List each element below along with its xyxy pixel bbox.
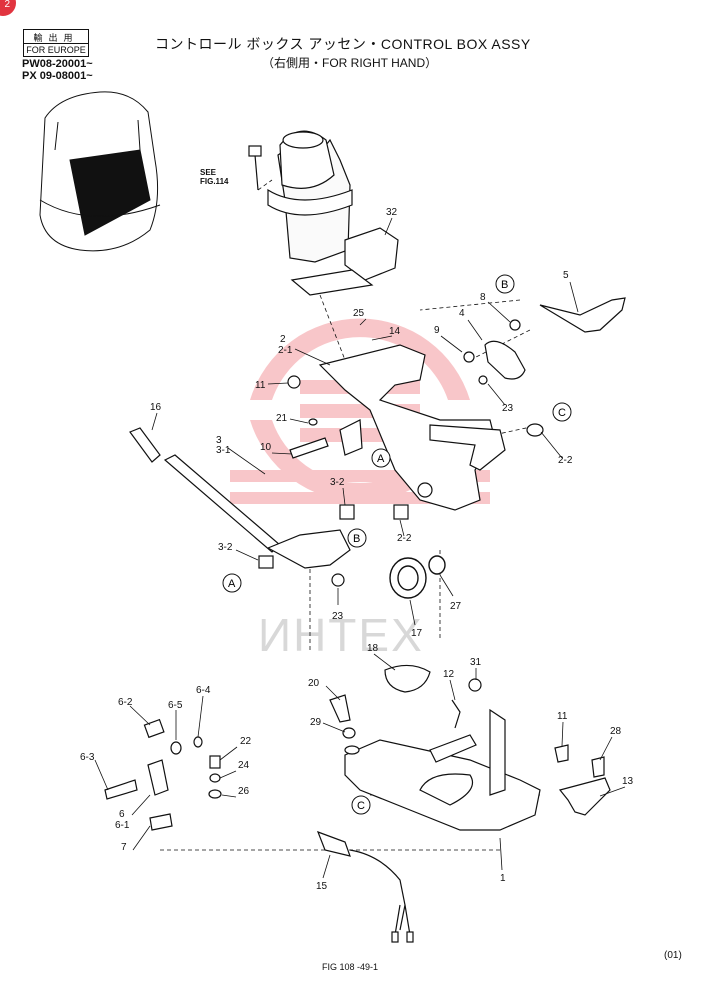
svg-text:A: A (377, 453, 385, 465)
left-parts-6 (104, 718, 222, 831)
part-label-12: 12 (443, 669, 455, 680)
export-stamp-jp: 輸出用 (33, 33, 79, 43)
part-label-31: 31 (470, 657, 482, 668)
part-label-10: 10 (260, 442, 272, 453)
rod-assembly (129, 375, 409, 587)
part-label-6-1: 6-1 (115, 820, 130, 831)
callout-a-left: A (222, 573, 242, 593)
part-label-28: 28 (610, 726, 622, 737)
callout-b-top: B (495, 274, 515, 294)
part-label-17: 17 (411, 628, 423, 639)
part-label-9: 9 (434, 325, 440, 336)
svg-text:C: C (357, 800, 365, 812)
callout-b-mid: B (347, 528, 367, 548)
svg-text:C: C (558, 407, 566, 419)
svg-text:A: A (228, 578, 236, 590)
svg-text:B: B (353, 533, 360, 545)
part-label-6-5: 6-5 (168, 700, 183, 711)
machine-thumbnail (39, 91, 161, 252)
part-label-29: 29 (310, 717, 322, 728)
part-number-labels: 32 25 14 2 2-1 11 9 4 8 5 23 2-2 21 10 1… (80, 207, 634, 892)
part-label-2-2b: 2-2 (397, 533, 412, 544)
see-fig-note: SEE FIG.114 (200, 168, 228, 186)
switch-15 (316, 830, 414, 943)
part-label-2: 2 (280, 334, 286, 345)
page-subtitle: （右側用・FOR RIGHT HAND） (262, 56, 438, 70)
part-label-27: 27 (450, 601, 462, 612)
part-label-3: 3 (216, 435, 222, 446)
part-label-32: 32 (386, 207, 398, 218)
part-label-14: 14 (389, 326, 401, 337)
part-label-1: 1 (500, 873, 506, 884)
part-label-24: 24 (238, 760, 250, 771)
part-label-6: 6 (119, 809, 125, 820)
part-label-18: 18 (367, 643, 379, 654)
part-label-25: 25 (353, 308, 365, 319)
part-label-4: 4 (459, 308, 465, 319)
page-code: (01) (664, 950, 682, 961)
part-label-23b: 23 (332, 611, 344, 622)
part-label-6-3: 6-3 (80, 752, 95, 763)
part-label-2-2a: 2-2 (558, 455, 573, 466)
part-label-8: 8 (480, 292, 486, 303)
part-label-22: 22 (240, 736, 252, 747)
see-fig-line1: SEE (200, 168, 217, 177)
part-label-6-4: 6-4 (196, 685, 211, 696)
part-label-23a: 23 (502, 403, 514, 414)
callout-markers: B C A B A C (222, 274, 572, 815)
base-plate (329, 664, 541, 831)
part-label-15: 15 (316, 881, 328, 892)
watermark-text: ИНТЕХ (258, 609, 424, 661)
part-label-6-2: 6-2 (118, 697, 133, 708)
label-leaders (94, 217, 626, 879)
export-stamp-en: FOR EUROPE (24, 43, 88, 56)
part-label-11b: 11 (557, 711, 568, 722)
link-parts (463, 297, 626, 437)
part-label-21: 21 (276, 413, 288, 424)
right-bracket-parts (554, 744, 611, 816)
serial-range-2: PX 09-08001~ (22, 70, 93, 82)
export-stamp: 輸出用 FOR EUROPE (23, 29, 89, 57)
part-label-3-2b: 3-2 (218, 542, 233, 553)
part-label-3-1: 3-1 (216, 445, 231, 456)
part-label-16: 16 (150, 402, 162, 413)
part-label-5: 5 (563, 270, 569, 281)
part-label-7: 7 (121, 842, 127, 853)
see-fig-line2: FIG.114 (200, 177, 229, 186)
main-bracket (318, 344, 506, 511)
part-label-3-2a: 3-2 (330, 477, 345, 488)
callout-a-mid: A (371, 448, 391, 468)
serial-range-1: PW08-20001~ (22, 58, 93, 70)
callout-c-right: C (552, 402, 572, 422)
control-lever (248, 130, 399, 296)
part-label-13: 13 (622, 776, 634, 787)
svg-text:B: B (501, 279, 508, 291)
part-label-26: 26 (238, 786, 250, 797)
page-badge: 2 (0, 0, 16, 16)
part-label-20: 20 (308, 678, 320, 689)
page-title: コントロール ボックス アッセン・CONTROL BOX ASSY (155, 36, 531, 52)
bushing-17 (389, 555, 446, 599)
figure-number: FIG 108 -49-1 (322, 962, 379, 972)
callout-c-bottom: C (351, 795, 371, 815)
part-label-2-1: 2-1 (278, 345, 293, 356)
part-label-11a: 11 (255, 380, 266, 391)
